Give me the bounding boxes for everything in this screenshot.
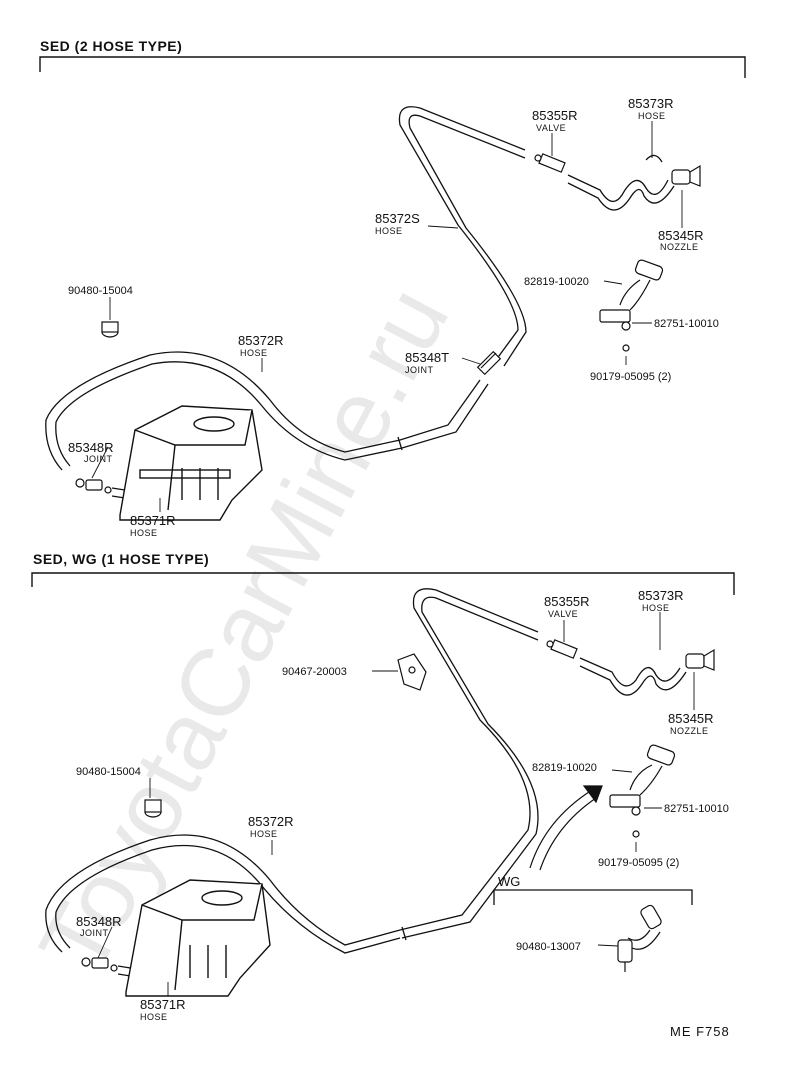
svg-text:ToyotaCarMine.ru: ToyotaCarMine.ru [19,271,469,990]
callout-82819-10020-1: 82819-10020 [524,276,589,288]
hose-85372r-loop [399,588,539,941]
callout-85372s: 85372S [375,211,420,226]
svg-text:VALVE: VALVE [536,123,566,133]
callout-82819-10020-2: 82819-10020 [532,762,597,774]
valve-85355r [534,153,566,173]
svg-text:HOSE: HOSE [240,348,268,358]
section-bracket-2-hose [39,56,746,78]
svg-text:NOZZLE: NOZZLE [660,242,699,252]
svg-text:JOINT: JOINT [405,365,434,375]
hose-85372r-2 [45,834,401,954]
svg-text:NOZZLE: NOZZLE [670,726,709,736]
svg-text:HOSE: HOSE [375,226,403,236]
leader-lines-2 [97,612,695,996]
section-bracket-1-hose [31,572,735,595]
callout-85371r-1: 85371R [130,513,176,528]
svg-text:JOINT: JOINT [80,928,109,938]
callout-85348r-1: 85348R [68,440,114,455]
svg-text:HOSE: HOSE [642,603,670,613]
joint-85348r-2 [81,957,118,972]
callout-90480-15004-1: 90480-15004 [68,285,133,297]
callout-85345r-1: 85345R [658,228,704,243]
callout-82751-10010-2: 82751-10010 [664,803,729,815]
callout-90480-13007: 90480-13007 [516,941,581,953]
callout-85372r-2: 85372R [248,814,294,829]
callout-85372r-1: 85372R [238,333,284,348]
svg-text:HOSE: HOSE [140,1012,168,1022]
washer-tank-1 [119,405,263,521]
check-valve-assembly-1 [599,259,664,352]
leader-lines-1 [91,121,683,512]
figure-code: ME F758 [670,1024,730,1039]
section-title-2-hose: SED (2 HOSE TYPE) [40,38,183,54]
callout-90179-05095-1: 90179-05095 (2) [590,371,671,383]
hose-85372r [45,351,489,471]
check-valve-assembly-2 [609,744,676,838]
callout-85355r-2: 85355R [544,594,590,609]
callout-85371r-2: 85371R [140,997,186,1012]
nozzle-85345r [671,164,701,187]
joint-85348t [476,350,502,376]
valve-85355r-2 [546,639,578,659]
svg-text:JOINT: JOINT [84,454,113,464]
hose-85373r-2 [579,657,687,696]
grommet-90480-13007 [617,904,662,972]
grommet-90480-15004 [101,321,119,338]
svg-text:HOSE: HOSE [250,829,278,839]
watermark: ToyotaCarMine.ru [19,271,469,990]
callouts-section-2: 85355R VALVE 85373R HOSE 90467-20003 853… [76,588,729,1022]
callout-90467-20003: 90467-20003 [282,666,347,678]
svg-text:HOSE: HOSE [130,528,158,538]
callout-90179-05095-2: 90179-05095 (2) [598,857,679,869]
callout-85355r-1: 85355R [532,108,578,123]
callout-85348r-2: 85348R [76,914,122,929]
callout-85373r-2: 85373R [638,588,684,603]
clip-90467-20003 [397,653,427,691]
svg-text:VALVE: VALVE [548,609,578,619]
wg-arrow [529,785,603,871]
nozzle-85345r-2 [685,648,715,671]
hose-85372s [398,106,527,367]
wg-title: WG [498,874,520,889]
callouts-section-1: 85355R VALVE 85373R HOSE 85372S HOSE 853… [68,96,719,538]
washer-tank-2 [125,879,271,997]
callout-82751-10010-1: 82751-10010 [654,318,719,330]
svg-text:HOSE: HOSE [638,111,666,121]
callout-90480-15004-2: 90480-15004 [76,766,141,778]
callout-85345r-2: 85345R [668,711,714,726]
callout-85373r-1: 85373R [628,96,674,111]
joint-85348r [75,478,112,494]
hose-85373r [567,154,675,211]
wg-bracket [493,889,693,905]
section-title-1-hose: SED, WG (1 HOSE TYPE) [33,551,210,567]
grommet-90480-15004-2 [144,799,162,818]
callout-85348t: 85348T [405,350,449,365]
